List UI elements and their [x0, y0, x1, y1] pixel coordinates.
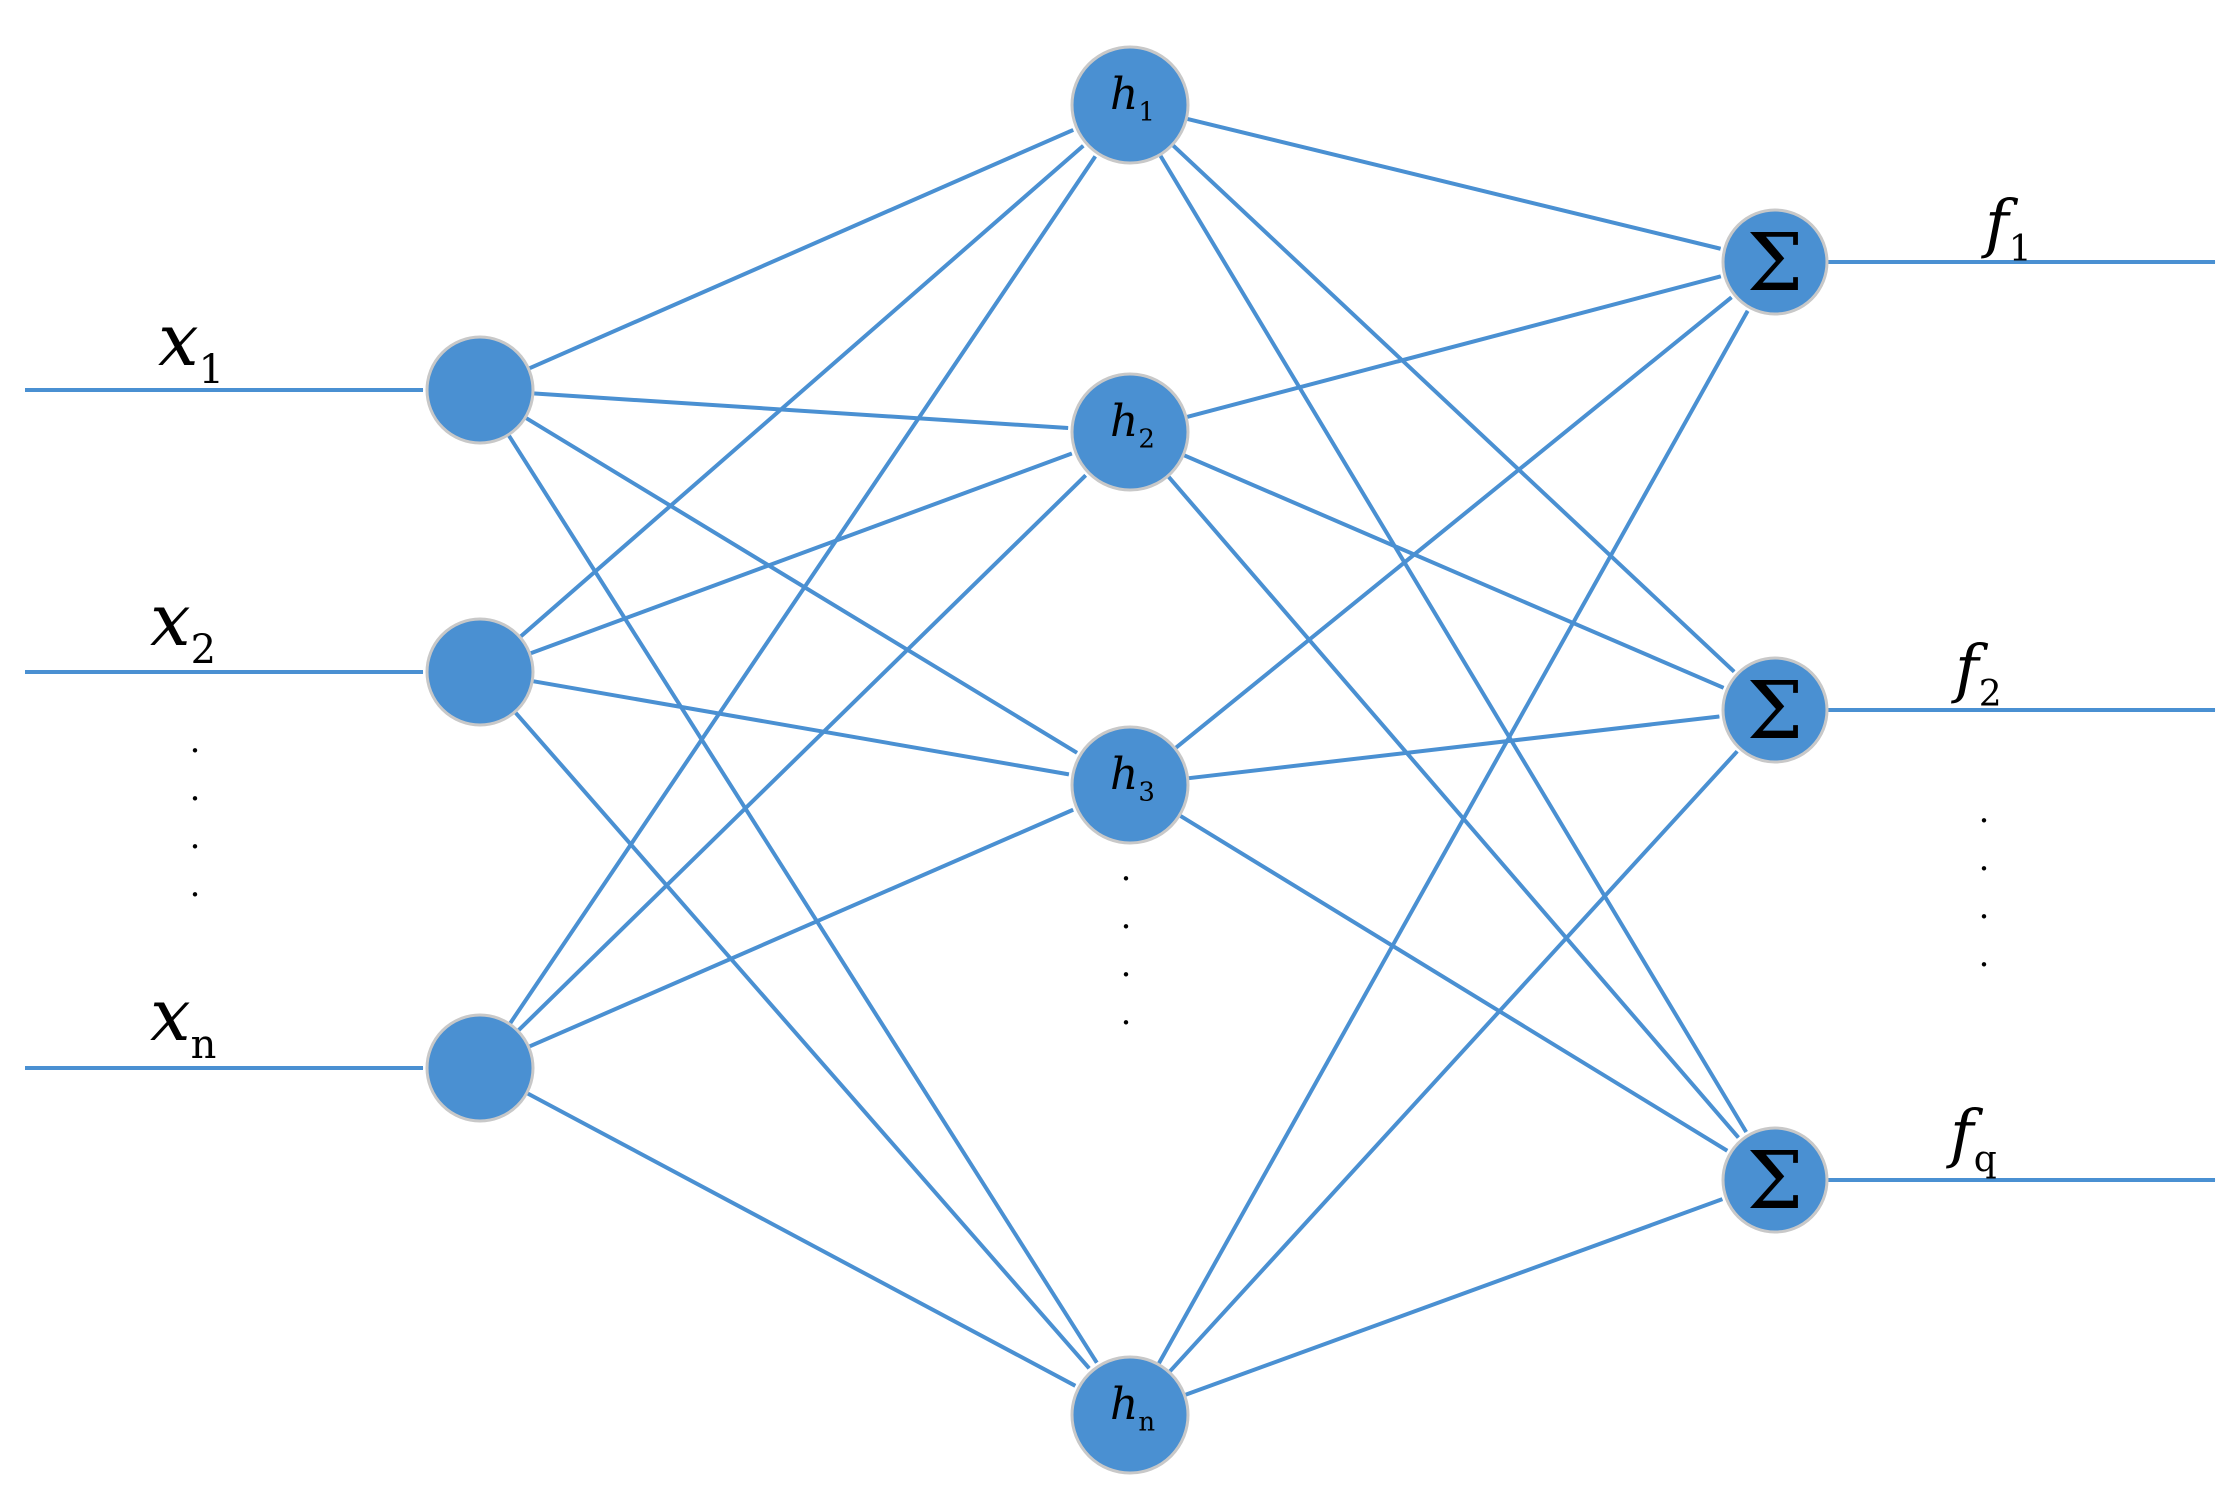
- output-label-2: f2: [1951, 632, 2002, 715]
- output-ellipsis-dot: ·: [1979, 801, 1990, 841]
- input-ellipsis-dot: ·: [190, 731, 201, 771]
- hidden-node-2: [1070, 372, 1190, 492]
- output-ellipsis: · · · ·: [1979, 801, 1990, 985]
- sum-symbol-3: Σ: [1747, 1134, 1804, 1227]
- edge-in3-h3: [527, 807, 1074, 1049]
- hidden-label-2-sub: 2: [1138, 425, 1155, 455]
- sum-node-2: [1721, 656, 1829, 764]
- hidden-label-3: h3: [1110, 749, 1155, 808]
- hidden-ellipsis-dot: ·: [1121, 907, 1132, 947]
- edge-in1-h3: [524, 415, 1079, 755]
- hidden-label-1: h1: [1110, 69, 1155, 128]
- network-nodes: [425, 45, 1829, 1475]
- input-node-1: [425, 335, 535, 445]
- hidden-node-3: [1070, 725, 1190, 845]
- edge-h3-s3: [1178, 813, 1729, 1153]
- sum-node-3: [1721, 1126, 1829, 1234]
- hidden-label-4-sub: n: [1138, 1408, 1155, 1438]
- input-label-1-sub: 1: [199, 347, 224, 393]
- edge-in2-h1: [518, 144, 1085, 639]
- edge-h2-s2: [1182, 453, 1725, 690]
- input-label-2: x2: [150, 578, 216, 673]
- hidden-ellipsis-dot: ·: [1121, 859, 1132, 899]
- edge-h4-s3: [1183, 1197, 1724, 1398]
- input-ellipsis-dot: ·: [190, 827, 201, 867]
- hidden-label-4: hn: [1110, 1379, 1155, 1438]
- input-ellipsis-dot: ·: [190, 779, 201, 819]
- hidden-node-4: [1070, 1355, 1190, 1475]
- edge-in3-h2: [516, 473, 1088, 1033]
- output-ellipsis-dot: ·: [1979, 849, 1990, 889]
- edge-h4-s1: [1156, 309, 1750, 1366]
- input-label-1: x1: [158, 298, 224, 393]
- hidden-label-1-var: h: [1110, 69, 1138, 120]
- connection-edges: [25, 116, 2216, 1398]
- edge-in2-h4: [513, 710, 1091, 1370]
- edge-h1-s2: [1170, 143, 1736, 674]
- hidden-node-1: [1070, 45, 1190, 165]
- edge-h2-s3: [1166, 474, 1740, 1139]
- output-label-1: f1: [1981, 187, 2032, 270]
- input-label-3-var: x: [150, 973, 191, 1057]
- edge-h1-s3: [1158, 153, 1748, 1134]
- hidden-label-3-sub: 3: [1138, 778, 1155, 808]
- output-label-3: fq: [1946, 1097, 1997, 1180]
- hidden-label-3-var: h: [1110, 749, 1138, 800]
- edge-in3-h4: [525, 1091, 1077, 1388]
- output-ellipsis-dot: ·: [1979, 897, 1990, 937]
- output-label-1-sub: 1: [2009, 229, 2032, 270]
- edge-in3-h1: [507, 155, 1097, 1026]
- edge-h1-s1: [1185, 116, 1722, 251]
- edge-in1-h1: [527, 128, 1075, 371]
- edge-in2-h3: [531, 679, 1070, 777]
- input-label-1-var: x: [158, 298, 199, 382]
- edge-in1-h2: [532, 391, 1069, 430]
- input-label-2-sub: 2: [191, 627, 216, 673]
- edge-h2-s1: [1185, 274, 1722, 420]
- input-label-3: xn: [150, 973, 216, 1068]
- edge-h3-s2: [1187, 714, 1720, 781]
- hidden-label-1-sub: 1: [1138, 98, 1155, 128]
- hidden-ellipsis: · · · ·: [1121, 859, 1132, 1043]
- input-ellipsis-dot: ·: [190, 875, 201, 915]
- input-label-3-sub: n: [191, 1022, 217, 1068]
- input-ellipsis: · · · ·: [190, 731, 201, 915]
- hidden-label-4-var: h: [1110, 1379, 1138, 1430]
- sum-symbol-1: Σ: [1747, 216, 1804, 309]
- input-node-2: [425, 617, 535, 727]
- hidden-ellipsis-dot: ·: [1121, 955, 1132, 995]
- edge-in1-h4: [506, 433, 1099, 1364]
- sum-node-1: [1721, 208, 1829, 316]
- input-node-3: [425, 1013, 535, 1123]
- edge-in2-h2: [529, 451, 1073, 656]
- hidden-label-2: h2: [1110, 396, 1155, 455]
- hidden-label-2-var: h: [1110, 396, 1138, 447]
- output-label-2-sub: 2: [1979, 674, 2002, 715]
- hidden-ellipsis-dot: ·: [1121, 1003, 1132, 1043]
- output-ellipsis-dot: ·: [1979, 945, 1990, 985]
- edge-h3-s1: [1173, 295, 1733, 751]
- output-label-3-sub: q: [1974, 1139, 1997, 1180]
- edge-h4-s2: [1167, 749, 1739, 1374]
- sum-symbol-2: Σ: [1747, 664, 1804, 757]
- input-label-2-var: x: [150, 578, 191, 662]
